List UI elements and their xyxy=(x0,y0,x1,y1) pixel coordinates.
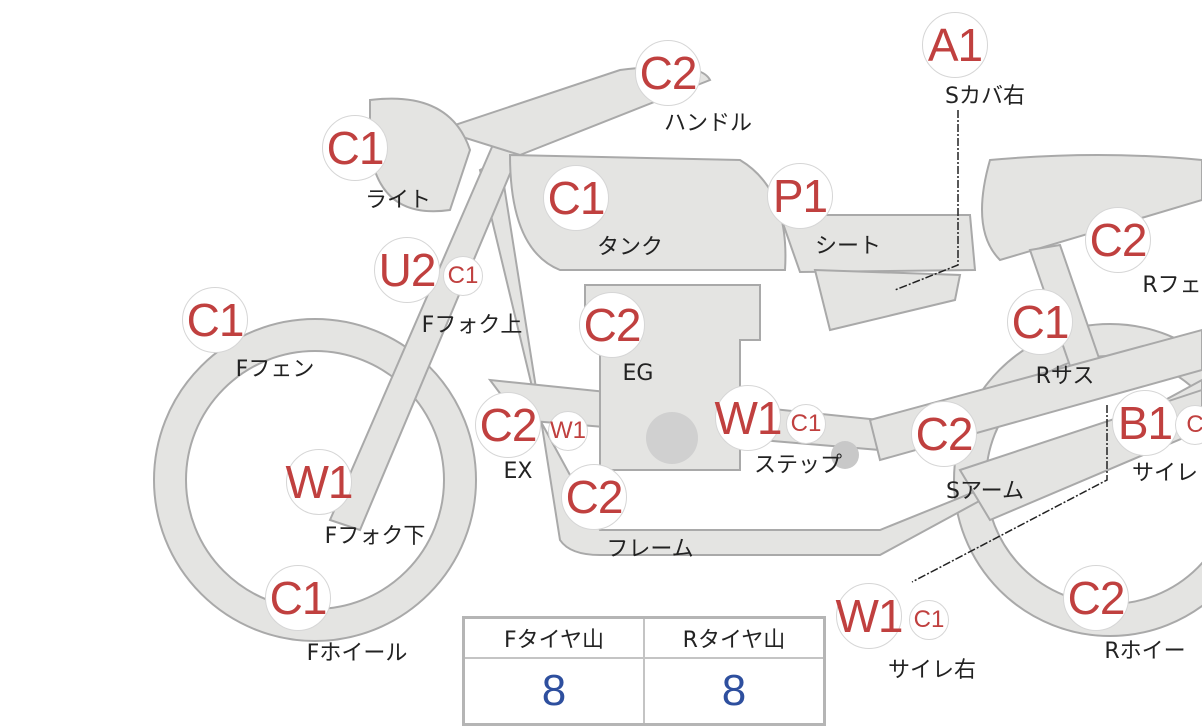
condition-code-marker: C1 xyxy=(322,115,388,181)
part-label: Fフォク上 xyxy=(421,313,523,338)
rear-tire-header: Rタイヤ山 xyxy=(643,616,826,659)
rear-tire-value: 8 xyxy=(643,657,826,726)
condition-code-marker: C2 xyxy=(579,292,645,358)
part-label: ライト xyxy=(364,188,432,213)
part-label: ステップ xyxy=(753,453,843,478)
condition-code-marker: C1 xyxy=(543,165,609,231)
part-label: EG xyxy=(622,361,654,386)
part-label: シート xyxy=(814,234,882,259)
part-label: フレーム xyxy=(606,537,694,562)
condition-code-marker: C2 xyxy=(561,464,627,530)
condition-code-marker: W1 xyxy=(286,449,354,515)
condition-code-marker: C2 xyxy=(911,401,977,467)
part-label: サイレ右 xyxy=(887,658,977,683)
front-tire-header: Fタイヤ山 xyxy=(462,616,645,659)
condition-code-marker: C1 xyxy=(1007,289,1073,355)
part-label: Rホイー xyxy=(1104,639,1186,664)
secondary-code-marker: C1 xyxy=(786,404,826,444)
part-label: Sカバ右 xyxy=(945,84,1025,109)
condition-code-marker: A1 xyxy=(922,12,988,78)
secondary-code-marker: W1 xyxy=(548,411,588,451)
condition-code-marker: B1 xyxy=(1112,390,1178,456)
condition-code-marker: C2 xyxy=(1085,207,1151,273)
condition-code-marker: C2 xyxy=(635,40,701,106)
headlight xyxy=(369,97,472,213)
part-label: Fホイール xyxy=(306,641,408,666)
seat xyxy=(778,214,977,274)
part-label: Rフェ xyxy=(1142,273,1202,298)
secondary-code-marker: C xyxy=(1175,405,1202,445)
part-label: Rサス xyxy=(1035,364,1095,389)
part-label: ハンドル xyxy=(663,111,753,136)
side-cover xyxy=(813,268,962,332)
condition-code-marker: P1 xyxy=(767,163,833,229)
secondary-code-marker: C1 xyxy=(909,600,949,640)
condition-code-marker: C1 xyxy=(182,287,248,353)
part-label: Sアーム xyxy=(946,479,1024,504)
secondary-code-marker: C1 xyxy=(443,256,483,296)
part-label: サイレ xyxy=(1131,461,1199,486)
condition-code-marker: W1 xyxy=(715,385,783,451)
part-label: EX xyxy=(503,459,533,484)
condition-code-marker: C2 xyxy=(475,392,541,458)
part-label: Fフェン xyxy=(235,357,315,382)
condition-code-marker: C1 xyxy=(265,565,331,631)
condition-code-marker: C2 xyxy=(1063,565,1129,631)
condition-code-marker: U2 xyxy=(374,237,440,303)
tire-tread-table: Fタイヤ山 Rタイヤ山 8 8 xyxy=(462,616,826,726)
condition-code-marker: W1 xyxy=(836,583,904,649)
part-label: タンク xyxy=(596,235,664,260)
part-label: Fフォク下 xyxy=(324,524,426,549)
front-tire-value: 8 xyxy=(462,657,645,726)
frame xyxy=(478,158,1202,556)
